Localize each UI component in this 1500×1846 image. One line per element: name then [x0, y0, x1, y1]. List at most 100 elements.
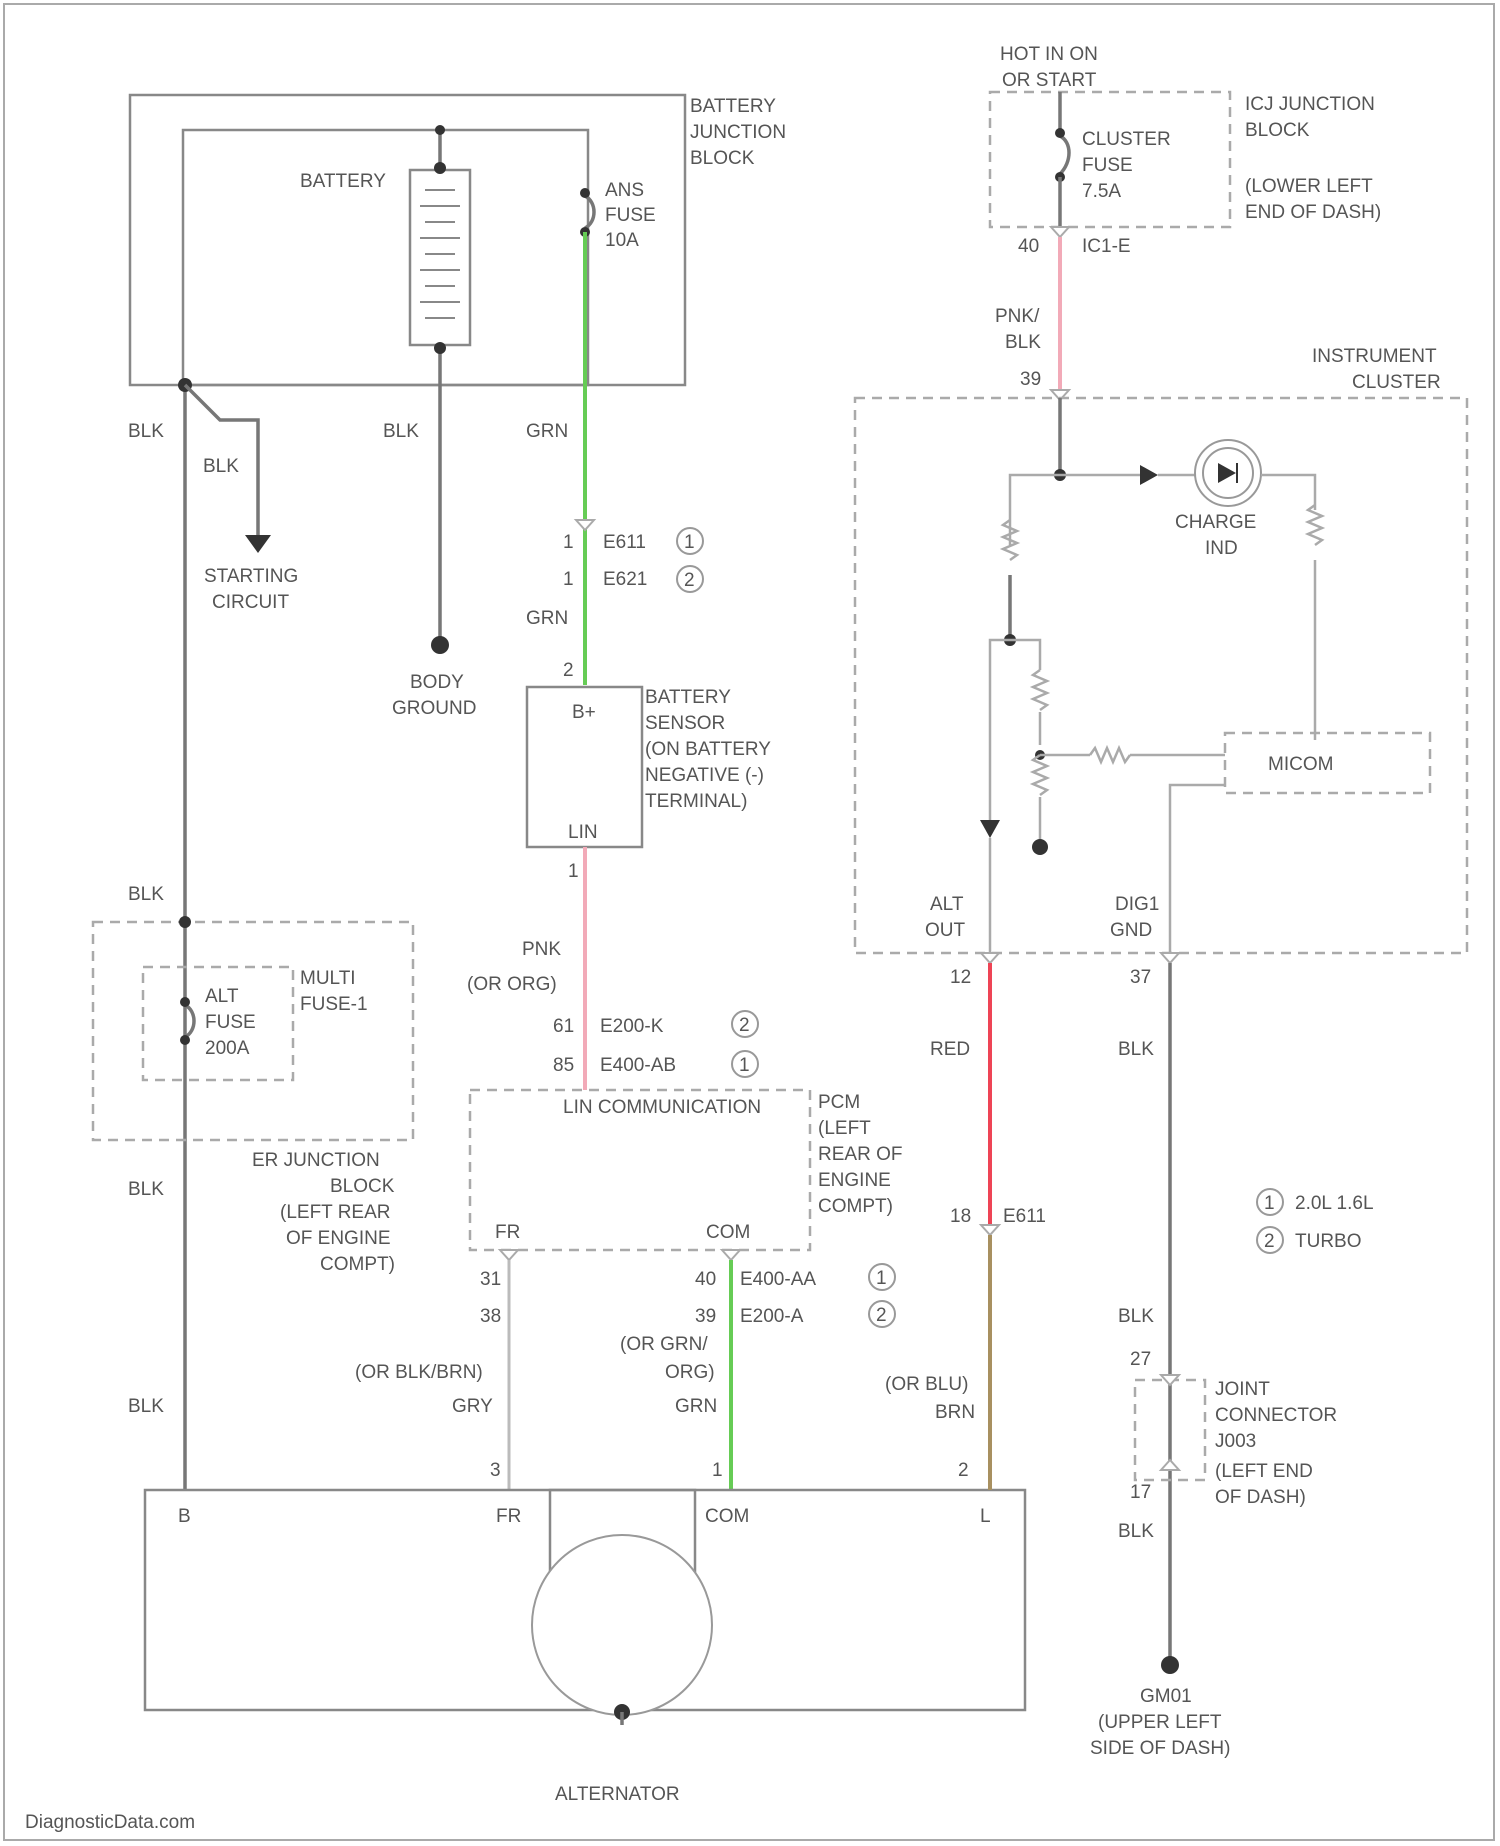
legend-ref-2b: 2	[739, 1015, 750, 1036]
wire-label-blk-r3: BLK	[1118, 1521, 1154, 1542]
battery-sensor-label-4: NEGATIVE (-)	[645, 765, 764, 786]
starting-circuit-label-1: STARTING	[204, 566, 298, 587]
pcm: LIN COMMUNICATION PCM (LEFT REAR OF ENGI…	[470, 1090, 902, 1260]
joint-connector-label-5: OF DASH)	[1215, 1487, 1306, 1508]
resistor-right	[1308, 505, 1322, 545]
pcm-label-2: (LEFT	[818, 1118, 871, 1139]
starting-circuit-branch: BLK STARTING CIRCUIT	[185, 385, 298, 613]
pcm-lin-communication: LIN COMMUNICATION	[563, 1097, 761, 1118]
connector-pin-31: 31	[480, 1269, 501, 1290]
er-junction-label-4: OF ENGINE	[286, 1228, 391, 1249]
battery-junction-block-label-3: BLOCK	[690, 148, 755, 169]
battery-cells	[420, 190, 460, 318]
wire-label-gry: GRY	[452, 1396, 493, 1417]
connector-e200-a: E200-A	[740, 1306, 804, 1327]
watermark: DiagnosticData.com	[25, 1812, 195, 1833]
legend-ref-2c: 2	[876, 1305, 887, 1326]
connector-pin-40b: 40	[1018, 236, 1039, 257]
connector-pin-18: 18	[950, 1206, 971, 1227]
wire-label-grn-2: GRN	[526, 608, 568, 629]
icj-label-2: BLOCK	[1245, 120, 1310, 141]
body-ground-label-2: GROUND	[392, 698, 476, 719]
sensor-b-plus: B+	[572, 702, 596, 723]
battery-sensor-label-3: (ON BATTERY	[645, 739, 771, 760]
wire-label-pnk-blk-1: PNK/	[995, 306, 1040, 327]
ans-fuse-label-2: FUSE	[605, 205, 656, 226]
charge-indicator-label-1: CHARGE	[1175, 512, 1256, 533]
ground-gm01-label-2: (UPPER LEFT	[1098, 1712, 1222, 1733]
alternator-fr: FR	[496, 1506, 521, 1527]
multi-fuse-label-1: MULTI	[300, 968, 356, 989]
icj-label-3: (LOWER LEFT	[1245, 176, 1373, 197]
connector-pin-39: 39	[695, 1306, 716, 1327]
connector-pin-27: 27	[1130, 1349, 1151, 1370]
wire-label-red: RED	[930, 1039, 970, 1060]
instrument-cluster-label-2: CLUSTER	[1352, 372, 1441, 393]
pcm-fr: FR	[495, 1222, 520, 1243]
connector-pin-1a: 1	[563, 532, 574, 553]
cluster-fuse-label-2: FUSE	[1082, 155, 1133, 176]
er-junction-label-1: ER JUNCTION	[252, 1150, 380, 1171]
joint-connector-label-3: J003	[1215, 1431, 1256, 1452]
cluster-fuse-symbol	[1060, 136, 1069, 174]
wire-label-org-close: ORG)	[665, 1362, 715, 1383]
connector-e621: E621	[603, 569, 647, 590]
pcm-label-5: COMPT)	[818, 1196, 893, 1217]
connector-pin-61: 61	[553, 1016, 574, 1037]
sensor-pin-2: 2	[563, 660, 574, 681]
wire-label-or-blu: (OR BLU)	[885, 1374, 968, 1395]
engine-legend: 1 2.0L 1.6L 2 TURBO	[1257, 1189, 1374, 1253]
connector-pin-37: 37	[1130, 967, 1151, 988]
er-junction-block: ALT FUSE 200A MULTI FUSE-1 ER JUNCTION B…	[93, 916, 413, 1275]
legend-num-1: 1	[1264, 1193, 1275, 1214]
pnk-wire-lin: PNK (OR ORG) 61 85 E200-K E400-AB 2 1	[467, 847, 758, 1090]
sensor-lin: LIN	[568, 822, 598, 843]
ground-gm01-label-3: SIDE OF DASH)	[1090, 1738, 1230, 1759]
connector-e611: E611	[603, 532, 646, 553]
alternator-com: COM	[705, 1506, 749, 1527]
connector-pin-17: 17	[1130, 1482, 1151, 1503]
red-brn-wire: 12 RED 18 E611 (OR BLU) BRN	[885, 963, 1046, 1490]
wire-label-grn-1: GRN	[526, 421, 568, 442]
er-junction-label-5: COMPT)	[320, 1254, 395, 1275]
connector-ic1e: IC1-E	[1082, 236, 1131, 257]
alternator-pin-1: 1	[712, 1460, 723, 1481]
wire-label-blk-2: BLK	[128, 884, 164, 905]
battery-junction-block: BATTERY JUNCTION BLOCK BATTERY ANS FUSE …	[130, 95, 786, 645]
battery-sensor-label-5: TERMINAL)	[645, 791, 747, 812]
alt-fuse-label-3: 200A	[205, 1038, 250, 1059]
sensor-pin-1: 1	[568, 861, 579, 882]
ground-gm01-label-1: GM01	[1140, 1686, 1192, 1707]
wire-label-or-grn: (OR GRN/	[620, 1334, 708, 1355]
instrument-cluster: INSTRUMENT CLUSTER CHARGE IND	[855, 346, 1467, 963]
wire-label-or-org: (OR ORG)	[467, 974, 557, 995]
gry-wire-fr: 31 38 (OR BLK/BRN) GRY	[355, 1260, 509, 1490]
icj-junction-block: HOT IN ON OR START CLUSTER FUSE 7.5A ICJ…	[990, 44, 1381, 257]
joint-connector-label-4: (LEFT END	[1215, 1461, 1313, 1482]
battery-sensor-label-2: SENSOR	[645, 713, 725, 734]
legend-text-2: TURBO	[1295, 1231, 1362, 1252]
icj-label-4: END OF DASH)	[1245, 202, 1381, 223]
battery-junction-block-label-2: JUNCTION	[690, 122, 786, 143]
legend-ref-2a: 2	[684, 570, 695, 591]
alternator-pin-b: B	[178, 1506, 191, 1527]
ans-fuse-label-3: 10A	[605, 230, 639, 251]
legend-ref-1a: 1	[684, 532, 695, 553]
connector-e400-ab: E400-AB	[600, 1055, 676, 1076]
alternator: B 3 FR 1 COM 2 L ALTERNATOR	[145, 1460, 1025, 1805]
blk-ground-wire-right: 37 BLK BLK 27 17 JOINT CONNECTOR J003 (L…	[1090, 963, 1337, 1759]
joint-connector-label-1: JOINT	[1215, 1379, 1270, 1400]
battery-junction-block-label-1: BATTERY	[690, 96, 776, 117]
diagram-frame	[4, 4, 1494, 1840]
starting-circuit-label-2: CIRCUIT	[212, 592, 289, 613]
connector-pin-12: 12	[950, 967, 971, 988]
body-ground-label-1: BODY	[410, 672, 464, 693]
cluster-fuse-label-3: 7.5A	[1082, 181, 1121, 202]
connector-e611b: E611	[1003, 1206, 1046, 1227]
pcm-label-4: ENGINE	[818, 1170, 891, 1191]
ans-fuse-label-1: ANS	[605, 180, 644, 201]
wire-label-grn-com: GRN	[675, 1396, 717, 1417]
alternator-pin-2: 2	[958, 1460, 969, 1481]
micom-label: MICOM	[1268, 754, 1333, 775]
